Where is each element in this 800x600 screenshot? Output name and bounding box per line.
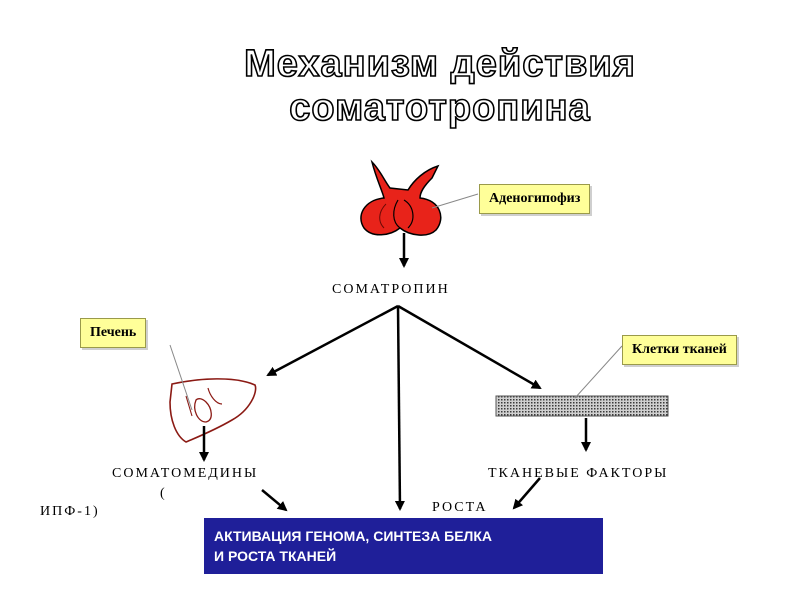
tissue-factors-growth: РОСТА: [432, 500, 488, 515]
result-line-2: И РОСТА ТКАНЕЙ: [214, 548, 337, 564]
liver-label: Печень: [80, 318, 147, 348]
tissue-cells-icon: [495, 395, 669, 417]
title-line-2: соматотропина: [288, 86, 591, 130]
somatomedins-abbr: ИПФ-1): [40, 504, 100, 519]
result-line-1: АКТИВАЦИЯ ГЕНОМА, СИНТЕЗА БЕЛКА: [214, 528, 493, 544]
tissue-factors-node: ТКАНЕВЫЕ ФАКТОРЫ: [488, 466, 669, 481]
pituitary-gland-icon: [360, 159, 442, 236]
diagram-title: Механизм действия соматотропина: [150, 42, 730, 130]
title-line-1: Механизм действия: [243, 42, 636, 86]
result-box: АКТИВАЦИЯ ГЕНОМА, СИНТЕЗА БЕЛКА И РОСТА …: [204, 518, 603, 574]
somatotropin-node: СОМАТРОПИН: [332, 282, 450, 297]
somatomedins-paren: (: [160, 486, 167, 501]
tissue-cells-label: Клетки тканей: [622, 335, 737, 365]
adenohypophysis-label: Аденогипофиз: [479, 184, 591, 214]
somatomedins-node: СОМАТОМЕДИНЫ: [112, 466, 259, 481]
liver-icon: [169, 378, 257, 443]
